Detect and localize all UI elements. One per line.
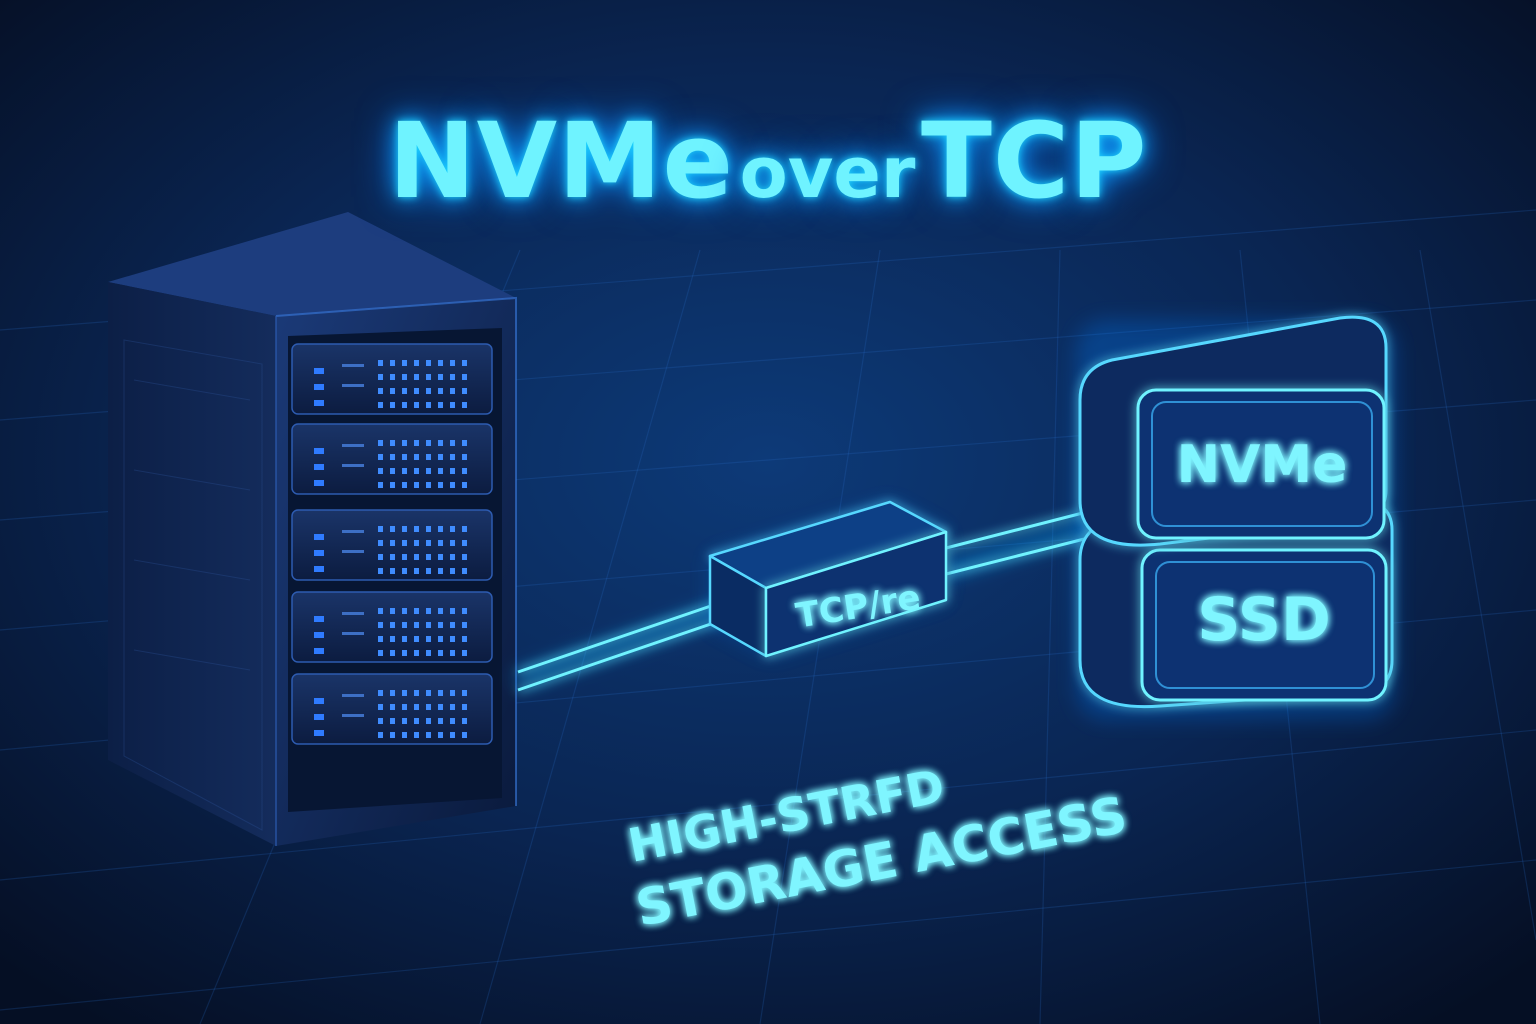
server-unit-5 [291,673,493,745]
page-title: NVMe over TCP [0,100,1536,222]
tcp-link-box [708,500,948,658]
link-line-left-b [517,612,741,692]
title-word-tcp: TCP [920,100,1148,222]
server-unit-2 [291,423,493,495]
nvme-drive-label: NVMe [1177,435,1348,495]
server-unit-3 [291,509,493,581]
ssd-drive-label: SSD [1197,585,1331,655]
storage-drive-icon [1076,315,1396,720]
title-word-nvme: NVMe [388,100,735,222]
server-rack-icon [108,212,517,846]
server-units [291,343,493,745]
nvme-drive [1078,315,1388,547]
server-unit-1 [291,343,493,415]
title-word-over: over [739,132,916,214]
server-unit-4 [291,591,493,663]
link-line-left-a [517,594,741,674]
